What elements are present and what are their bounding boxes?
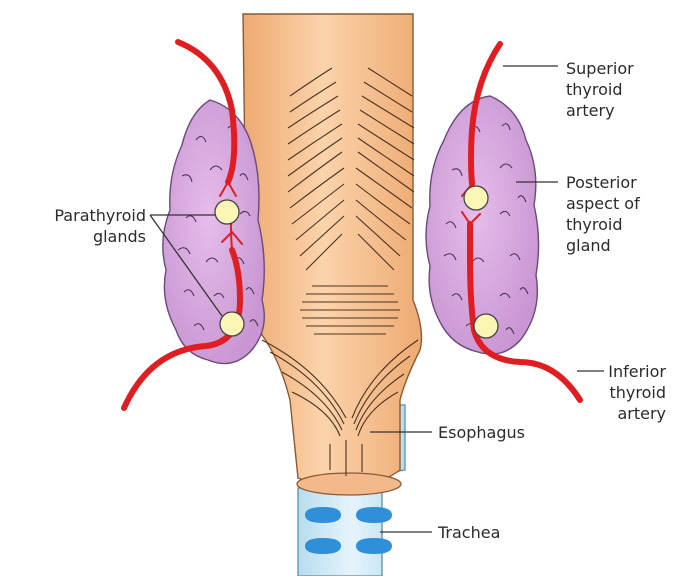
label-esophagus: Esophagus bbox=[438, 422, 525, 443]
right-superior-parathyroid bbox=[464, 186, 488, 210]
label-parathyroid-glands: Parathyroid glands bbox=[8, 205, 146, 247]
left-inferior-parathyroid bbox=[220, 312, 244, 336]
label-posterior-aspect-of-thyroid-gland: Posterior aspect of thyroid gland bbox=[566, 172, 640, 256]
left-superior-parathyroid bbox=[215, 200, 239, 224]
pharynx-esophagus bbox=[243, 14, 421, 495]
left-thyroid-lobe bbox=[163, 100, 264, 364]
label-trachea: Trachea bbox=[438, 522, 500, 543]
label-inferior-thyroid-artery: Inferior thyroid artery bbox=[604, 361, 666, 424]
label-superior-thyroid-artery: Superior thyroid artery bbox=[566, 58, 634, 121]
right-inferior-parathyroid bbox=[474, 314, 498, 338]
